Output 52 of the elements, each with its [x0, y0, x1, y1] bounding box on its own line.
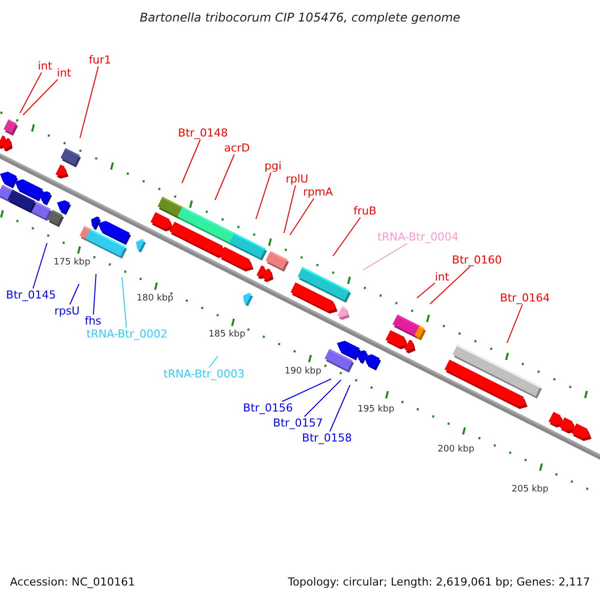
leader-line [362, 243, 408, 270]
leader-line [506, 304, 523, 344]
gene-label: Btr_0164 [500, 292, 550, 304]
gene-label: int [38, 60, 52, 72]
gene-label: rpsU [54, 304, 80, 318]
gene-label: tRNA-Btr_0003 [164, 368, 244, 380]
gene-label: rpmA [303, 186, 333, 198]
scale-label: 205 kbp [512, 484, 548, 496]
gene-label: acrD [224, 142, 250, 154]
accession-text: Accession: NC_010161 [10, 576, 136, 588]
leader-line [208, 356, 218, 368]
leader-line [290, 198, 314, 236]
leader-line [256, 172, 272, 220]
scale-label: 195 kbp [358, 404, 394, 416]
gene-label: Btr_0157 [273, 416, 323, 430]
gene-label: fur1 [88, 54, 112, 66]
title: Bartonella tribocorum CIP 105476, complete genome [140, 12, 460, 24]
leader-line [284, 185, 296, 234]
gene-label: tRNA-Btr_0004 [378, 230, 458, 244]
scale-label: 200 kbp [438, 444, 474, 456]
leader-line [182, 139, 201, 184]
scale-label: 185 kbp [208, 328, 246, 342]
gene-label: fruB [354, 204, 376, 218]
gene-label: Btr_0160 [452, 254, 502, 266]
leader-line [304, 380, 342, 417]
gene-label: Btr_0145 [6, 288, 56, 302]
leader-line [332, 217, 361, 256]
leader-line [329, 384, 350, 432]
leader-line [430, 266, 471, 304]
leader-line [80, 66, 99, 138]
leader-line [416, 282, 436, 298]
gene-label: Btr_0148 [178, 126, 228, 140]
gene-label: Btr_0156 [243, 402, 293, 414]
scale-label: 190 kbp [284, 366, 322, 378]
leader-line [282, 378, 332, 402]
leader-line [22, 79, 58, 116]
gene-label: int [434, 270, 450, 284]
leader-line [122, 276, 127, 328]
leader-line [214, 154, 235, 200]
genome-info-text: Topology: circular; Length: 2,619,061 bp; Genes: 2,117 [288, 576, 590, 588]
scale-label: 175 kbp [54, 256, 90, 270]
gene-label: fhs [84, 314, 102, 328]
gene-label: pgi [264, 160, 282, 172]
gene-label: tRNA-Btr_0002 [86, 328, 168, 340]
gene-label: rplU [286, 172, 308, 186]
leader-line [92, 274, 96, 315]
gene-label: int [56, 66, 72, 80]
leader-line [69, 284, 80, 305]
gene-label: Btr_0158 [302, 432, 352, 444]
leader-line [32, 242, 48, 289]
scale-label: 180 kbp [136, 292, 174, 306]
leader-line [20, 72, 42, 114]
